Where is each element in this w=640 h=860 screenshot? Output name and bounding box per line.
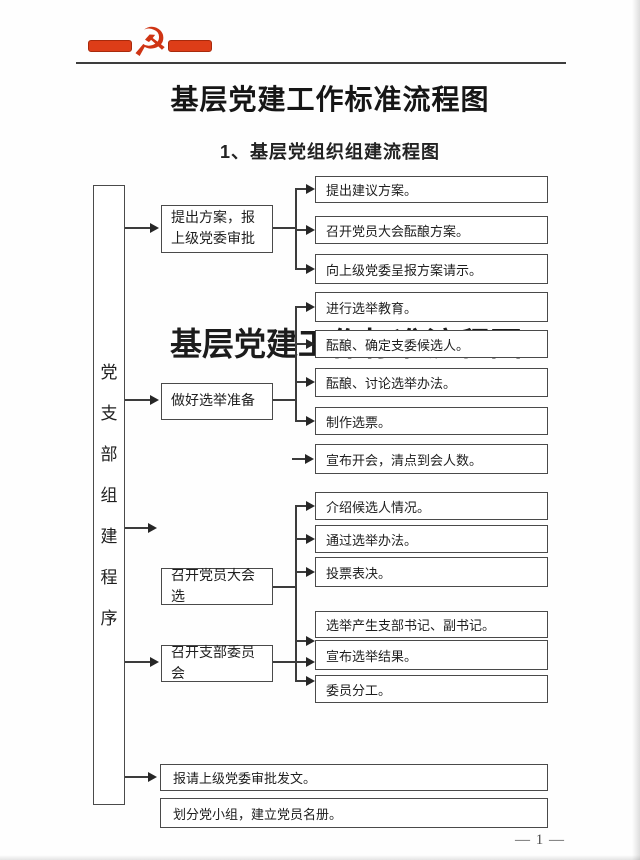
stage-label: 做好选举准备: [171, 394, 255, 409]
connector-line: [125, 399, 151, 401]
arrow-head: [306, 184, 315, 194]
arrow-head: [306, 302, 315, 312]
connector-line: [273, 586, 296, 588]
final-step-node: 报请上级党委审批发文。: [160, 764, 548, 791]
connector-line: [295, 188, 307, 190]
arrow-head: [150, 395, 159, 405]
final-step-node: 划分党小组，建立党员名册。: [160, 798, 548, 828]
arrow-head: [306, 567, 315, 577]
step-node: 投票表决。: [315, 557, 548, 587]
step-node: 向上级党委呈报方案请示。: [315, 254, 548, 284]
arrow-head: [150, 657, 159, 667]
step-node: 介绍候选人情况。: [315, 492, 548, 520]
connector-line: [295, 538, 307, 540]
section-title: 1、基层党组织组建流程图: [219, 142, 440, 162]
step-node: 酝酿、讨论选举办法。: [315, 368, 548, 397]
arrow-head: [148, 523, 157, 533]
page-title: 基层党建工作标准流程图: [170, 85, 490, 116]
step-node: 通过选举办法。: [315, 525, 548, 553]
arrow-head: [306, 676, 315, 686]
connector-line: [295, 661, 307, 663]
connector-line: [125, 527, 149, 529]
arrow-head: [306, 377, 315, 387]
connector-line: [125, 661, 151, 663]
scan-edge-shadow-right: [632, 0, 640, 860]
stage-label: 召开党员大会选: [171, 568, 255, 605]
step-node: 宣布开会，清点到会人数。: [315, 444, 548, 474]
hammer-and-sickle-icon: ☭: [132, 20, 168, 66]
root-node-label: 党 支 部 组 建 程 序: [100, 362, 118, 628]
arrow-head: [150, 223, 159, 233]
arrow-head: [306, 225, 315, 235]
step-node: 委员分工。: [315, 675, 548, 703]
connector-line: [295, 306, 307, 308]
stage-label: 召开支部委员会: [171, 645, 255, 682]
connector-line: [125, 227, 151, 229]
connector-line: [295, 640, 307, 642]
step-node: 酝酿、确定支委候选人。: [315, 330, 548, 358]
connector-line: [125, 776, 149, 778]
connector-line: [295, 505, 297, 682]
stage-node-member-assembly: 召开党员大会选: [161, 568, 273, 605]
connector-line: [273, 227, 296, 229]
connector-line: [295, 680, 307, 682]
page-number: — 1 —: [515, 832, 565, 848]
step-node: 宣布选举结果。: [315, 640, 548, 670]
step-node: 选举产生支部书记、副书记。: [315, 611, 548, 638]
arrow-head: [148, 772, 157, 782]
stage-node-propose-plan: 提出方案，报上级党委审批: [161, 205, 273, 253]
connector-line: [295, 381, 307, 383]
arrow-head: [306, 636, 315, 646]
stage-node-committee-meeting: 召开支部委员会: [161, 645, 273, 682]
connector-line: [295, 571, 307, 573]
arrow-head: [306, 534, 315, 544]
header-divider: [76, 62, 566, 64]
logo-dash-right: [168, 40, 212, 52]
stage-label: 提出方案，报上级党委审批: [171, 211, 255, 247]
root-node: 党 支 部 组 建 程 序: [93, 185, 125, 805]
arrow-head: [306, 339, 315, 349]
connector-line: [295, 505, 307, 507]
connector-line: [295, 229, 307, 231]
connector-line: [273, 661, 296, 663]
connector-line: [295, 343, 307, 345]
connector-line: [295, 420, 307, 422]
scan-edge-shadow-bottom: [0, 855, 640, 860]
arrow-head: [306, 264, 315, 274]
connector-line: [295, 306, 297, 422]
arrow-head: [306, 657, 315, 667]
step-node: 提出建议方案。: [315, 176, 548, 203]
connector-line: [295, 268, 307, 270]
arrow-head: [305, 454, 314, 464]
arrow-head: [306, 416, 315, 426]
logo-dash-left: [88, 40, 132, 52]
connector-line: [273, 399, 296, 401]
arrow-head: [306, 501, 315, 511]
step-node: 召开党员大会酝酿方案。: [315, 216, 548, 244]
connector-line: [292, 458, 306, 460]
step-node: 进行选举教育。: [315, 292, 548, 322]
stage-node-prepare-election: 做好选举准备: [161, 383, 273, 420]
step-node: 制作选票。: [315, 407, 548, 435]
